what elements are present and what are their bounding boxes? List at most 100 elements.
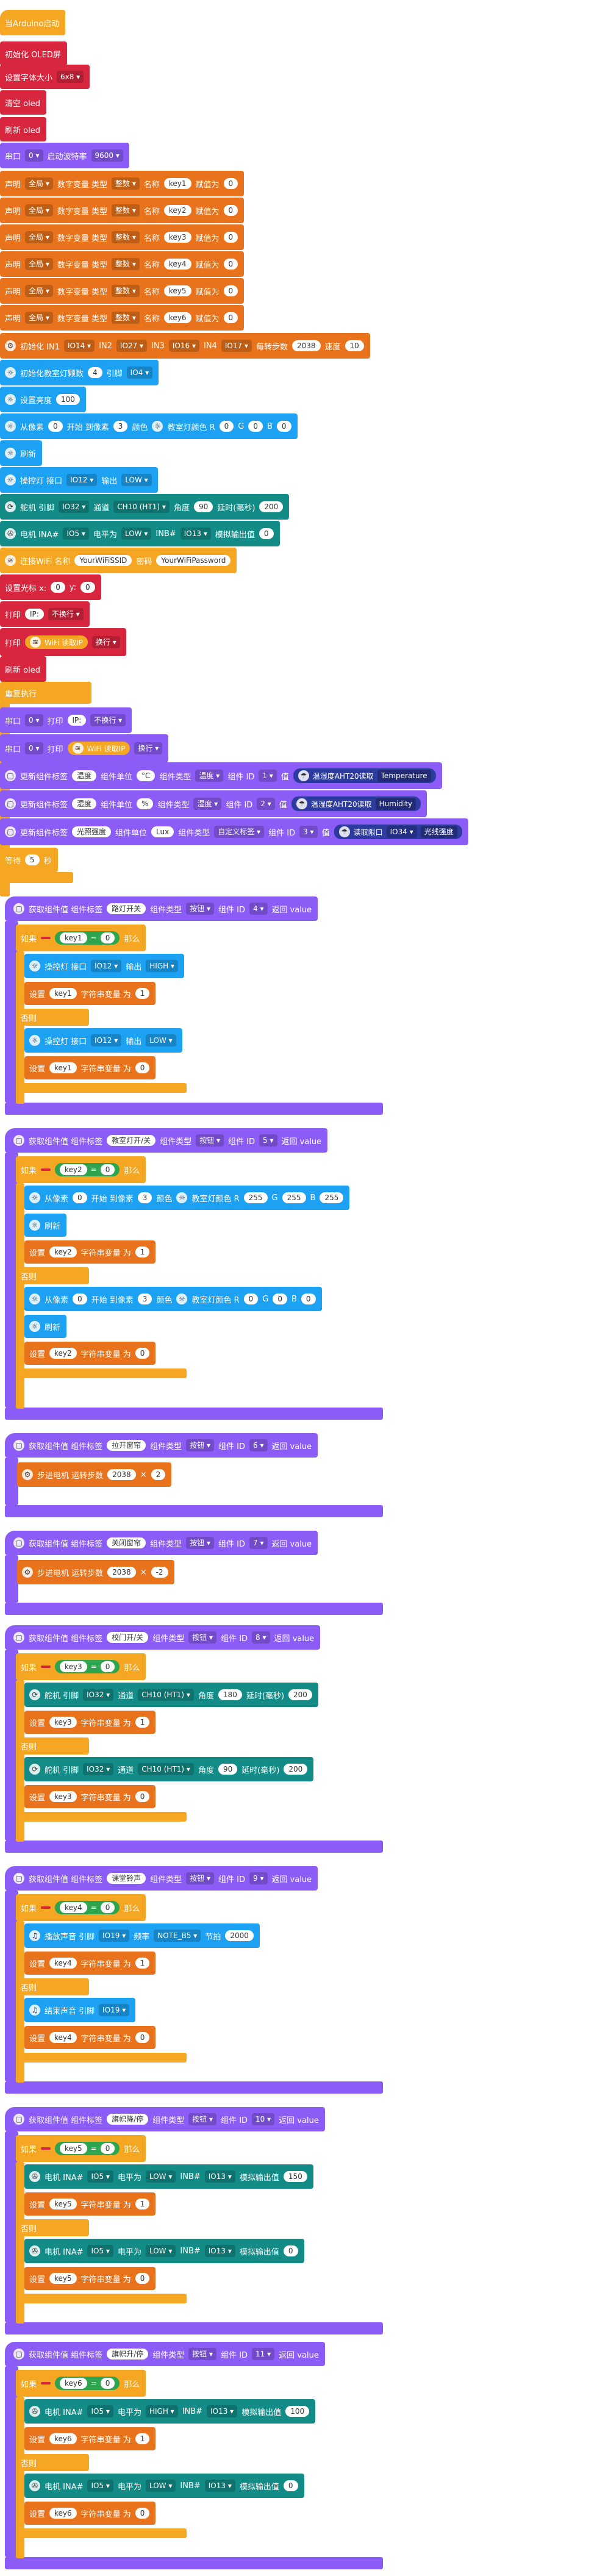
if-block[interactable]: 如果如果key6key6=0那么 xyxy=(16,2370,146,2397)
dropdown[interactable]: 按钮 ▾ xyxy=(188,2348,217,2360)
value-field[interactable]: 0 xyxy=(80,582,95,593)
init-value-field[interactable]: 0 xyxy=(223,232,238,243)
dropdown[interactable]: 不换行 ▾ xyxy=(90,714,126,726)
scope-dropdown[interactable]: 全局 ▾ xyxy=(25,177,53,190)
value-field[interactable]: 100 xyxy=(285,2406,310,2417)
value-field[interactable]: 100 xyxy=(56,394,80,405)
value-field[interactable]: 路灯开关 xyxy=(107,903,146,914)
else-label-block[interactable]: 否则 xyxy=(16,1737,89,1755)
dropdown[interactable]: IO27 ▾ xyxy=(116,340,148,352)
value-field[interactable]: 3 xyxy=(137,1192,152,1203)
var-name-field[interactable]: key5 xyxy=(163,285,191,296)
dropdown[interactable]: IO12 ▾ xyxy=(91,960,122,972)
value-field[interactable]: 200 xyxy=(288,1689,312,1700)
dropdown[interactable]: 温度 ▾ xyxy=(195,770,224,782)
value-field[interactable]: 90 xyxy=(218,1764,238,1775)
dropdown[interactable]: LOW ▾ xyxy=(121,528,152,540)
dropdown[interactable]: 按钮 ▾ xyxy=(186,903,215,915)
dropdown[interactable]: LOW ▾ xyxy=(146,1034,176,1046)
init-value-field[interactable]: 0 xyxy=(223,259,238,270)
value-field[interactable]: 0 xyxy=(100,1661,115,1672)
value-field[interactable]: key2 xyxy=(49,1348,77,1359)
neopixel-refresh-block[interactable]: ☼刷新 xyxy=(0,440,43,466)
value-field[interactable]: 0 xyxy=(135,1348,150,1359)
dropdown[interactable]: 按钮 ▾ xyxy=(186,1439,215,1451)
var-name-field[interactable]: key2 xyxy=(163,205,191,216)
value-field[interactable]: 湿度 xyxy=(72,798,97,809)
dropdown[interactable]: LOW ▾ xyxy=(145,2170,176,2183)
baud-dropdown[interactable]: 9600 ▾ xyxy=(91,149,123,162)
init-value-field[interactable]: 0 xyxy=(223,285,238,296)
value-field[interactable]: 2038 xyxy=(107,1469,136,1480)
value-field[interactable]: key6 xyxy=(49,2433,77,2444)
value-field[interactable]: key6 xyxy=(49,2508,77,2519)
dropdown[interactable]: IO4 ▾ xyxy=(126,367,153,379)
var-reporter[interactable]: key3 xyxy=(60,1661,87,1672)
value-field[interactable]: 0 xyxy=(276,421,291,432)
init-value-field[interactable]: 0 xyxy=(223,178,238,189)
compare-reporter[interactable]: key4=0 xyxy=(55,1901,120,1914)
type-dropdown[interactable]: 整数 ▾ xyxy=(112,204,140,216)
var-name-field[interactable]: key4 xyxy=(163,259,191,270)
dropdown[interactable]: HIGH ▾ xyxy=(145,2405,178,2417)
dropdown[interactable]: IO12 ▾ xyxy=(66,474,98,486)
dropdown[interactable]: 不换行 ▾ xyxy=(48,608,84,620)
serial-port-dropdown[interactable]: 0 ▾ xyxy=(25,149,43,162)
value-field[interactable]: 0 xyxy=(73,1293,87,1304)
dropdown[interactable]: IO13 ▾ xyxy=(204,2480,235,2492)
dropdown[interactable]: CH10 (HT1) ▾ xyxy=(138,1689,194,1701)
value-field[interactable]: key4 xyxy=(49,2032,77,2043)
value-field[interactable]: 课堂铃声 xyxy=(107,1873,146,1884)
value-field[interactable]: 0 xyxy=(100,932,115,943)
value-field[interactable]: 0 xyxy=(51,582,65,593)
value-field[interactable]: key5 xyxy=(49,2273,77,2284)
scope-dropdown[interactable]: 全局 ▾ xyxy=(25,285,53,297)
value-field[interactable]: 温度 xyxy=(72,770,97,781)
dropdown[interactable]: NOTE_B5 ▾ xyxy=(154,1930,201,1942)
dropdown[interactable]: 换行 ▾ xyxy=(91,636,120,648)
value-field[interactable]: 1 xyxy=(135,1247,150,1258)
value-field[interactable]: -2 xyxy=(151,1567,168,1578)
value-field[interactable]: 2038 xyxy=(107,1567,136,1578)
wifi-read-ip-reporter[interactable]: ≋WiFi 读取IP xyxy=(25,635,88,649)
dropdown[interactable]: 按钮 ▾ xyxy=(188,1631,217,1644)
oled-clear-block[interactable]: 清空 oled xyxy=(0,90,46,115)
value-field[interactable]: 10 xyxy=(345,340,364,351)
type-dropdown[interactable]: 整数 ▾ xyxy=(112,312,140,324)
compare-reporter[interactable]: key5=0 xyxy=(55,2142,120,2155)
init-value-field[interactable]: 0 xyxy=(223,312,238,323)
dropdown[interactable]: 换行 ▾ xyxy=(134,742,163,754)
dropdown[interactable]: 9 ▾ xyxy=(249,1872,268,1884)
value-field[interactable]: 0 xyxy=(100,2143,115,2154)
value-field[interactable]: 4 xyxy=(88,367,102,378)
var-reporter[interactable]: key6 xyxy=(60,2378,87,2389)
value-field[interactable]: 2 xyxy=(151,1469,166,1480)
var-reporter[interactable]: key4 xyxy=(60,1902,87,1913)
wifi-read-ip-reporter[interactable]: ≋WiFi 读取IP xyxy=(67,742,130,755)
value-field[interactable]: 0 xyxy=(301,1293,316,1304)
dropdown[interactable]: 自定义标签 ▾ xyxy=(214,826,265,838)
value-field[interactable]: 200 xyxy=(284,1764,308,1775)
